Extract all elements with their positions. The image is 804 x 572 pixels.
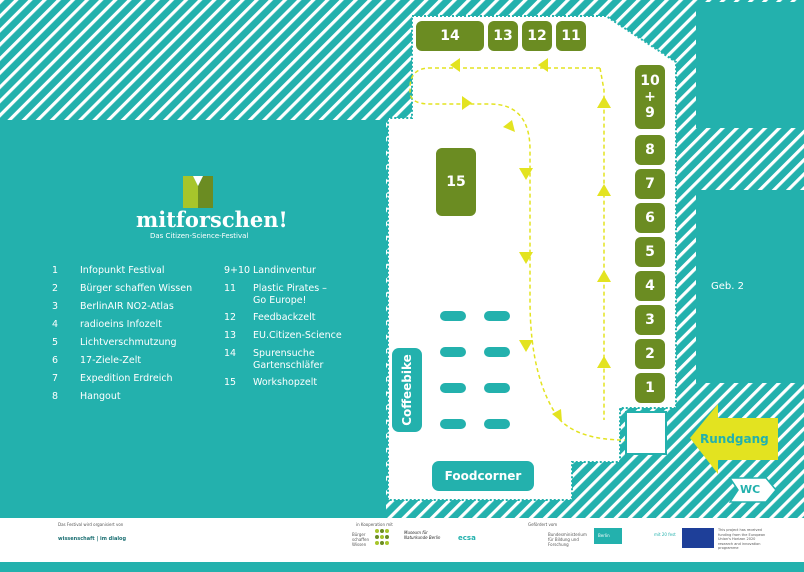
table	[440, 347, 466, 357]
route-arrow	[597, 356, 611, 368]
coffeebike-area[interactable]: Coffeebike	[392, 348, 422, 432]
coffeebike-label: Coffeebike	[400, 354, 414, 426]
foodcorner-label: Foodcorner	[444, 469, 522, 483]
legend-number: 15	[224, 377, 237, 388]
wc-label: WC	[740, 483, 761, 496]
legend-number: 9+10	[224, 265, 251, 276]
table	[440, 311, 466, 321]
legend-number: 11	[224, 283, 237, 294]
legend-number: 8	[52, 391, 59, 402]
partners-note: in Kooperation mit	[356, 522, 393, 527]
legend-label-line2: Gartenschläfer	[253, 360, 324, 371]
legend-number: 5	[52, 337, 59, 348]
footer: Das Festival wird organisiert von wissen…	[0, 518, 804, 562]
table	[484, 383, 510, 393]
legend-number: 13	[224, 330, 237, 341]
legend-number: 1	[52, 265, 59, 276]
legend-number: 6	[52, 355, 59, 366]
organizer-logo: wissenschaft | im dialog	[58, 536, 127, 542]
stand-13[interactable]: 13	[488, 21, 518, 51]
route-arrow	[597, 184, 611, 196]
legend-label: Lichtverschmutzung	[80, 337, 177, 348]
building-top	[696, 2, 804, 128]
table	[440, 419, 466, 429]
route-arrow	[519, 252, 533, 264]
route-arrow	[597, 270, 611, 282]
legend-label: Landinventur	[253, 265, 316, 276]
route-arrow	[519, 168, 533, 180]
sponsor-note: Gefördert vom	[528, 522, 558, 527]
legend-label: Infopunkt Festival	[80, 265, 165, 276]
legend-number: 7	[52, 373, 59, 384]
foodcorner-area[interactable]: Foodcorner	[432, 461, 534, 491]
route-arrow	[503, 120, 515, 132]
stand-1[interactable]: 1	[635, 373, 665, 403]
partner-ecsa: ecsa	[458, 534, 476, 542]
route-arrow	[597, 96, 611, 108]
wc-arrow	[728, 477, 777, 503]
stand-15[interactable]: 15	[436, 148, 476, 216]
rundgang-arrow	[690, 404, 778, 474]
building-geb2	[696, 190, 804, 383]
legend-number: 4	[52, 319, 59, 330]
table	[484, 347, 510, 357]
stand-4[interactable]: 4	[635, 271, 665, 301]
route-arrow	[462, 96, 472, 110]
route-path-east	[599, 67, 605, 420]
partner-museum: Museum für Naturkunde Berlin	[404, 530, 441, 540]
logo-m-icon	[183, 176, 213, 208]
eu-note: This project has received funding from t…	[718, 528, 766, 550]
legend-number: 12	[224, 312, 237, 323]
route-arrows	[450, 58, 611, 422]
table	[484, 311, 510, 321]
legend-label: 17-Ziele-Zelt	[80, 355, 142, 366]
legend-label: Feedbackzelt	[253, 312, 316, 323]
legend-number: 2	[52, 283, 59, 294]
table	[440, 383, 466, 393]
organizer-note: Das Festival wird organisiert von	[58, 522, 124, 527]
legend-label: EU.Citizen-Science	[253, 330, 342, 341]
route-arrow	[450, 58, 460, 72]
berlin-logo-icon: Berlin	[594, 528, 622, 544]
legend-label: Bürger schaffen Wissen	[80, 283, 193, 294]
legend-label: Expedition Erdreich	[80, 373, 173, 384]
bsw-logo-icon	[375, 529, 389, 545]
legend-label: Workshopzelt	[253, 377, 318, 388]
logo-title: mitforschen!	[136, 207, 288, 232]
route-arrow	[519, 340, 533, 352]
rundgang-label: Rundgang	[700, 432, 769, 446]
stand-10-9[interactable]: 10 + 9	[635, 65, 665, 129]
logo-subtitle: Das Citizen-Science-Festival	[150, 232, 249, 240]
route-arrow	[552, 409, 562, 422]
partner-fest: mit 20 fest	[654, 532, 676, 537]
stand-7[interactable]: 7	[635, 169, 665, 199]
legend-label-line2: Go Europe!	[253, 295, 307, 306]
legend-label: Hangout	[80, 391, 121, 402]
eu-flag-icon	[682, 528, 714, 548]
footer-bar	[0, 562, 804, 572]
legend-label: Spurensuche	[253, 348, 315, 359]
stand-12[interactable]: 12	[522, 21, 552, 51]
partner-bsw: Bürger schaffen Wissen	[352, 532, 370, 547]
stand-8[interactable]: 8	[635, 135, 665, 165]
infopoint-square	[625, 411, 667, 455]
stand-6[interactable]: 6	[635, 203, 665, 233]
legend-label: Plastic Pirates –	[253, 283, 327, 294]
legend-label: BerlinAIR NO2-Atlas	[80, 301, 174, 312]
partner-bmbf: Bundesministerium für Bildung und Forsch…	[548, 532, 587, 547]
building-label: Geb. 2	[711, 281, 744, 292]
route-arrow	[538, 58, 548, 72]
stand-3[interactable]: 3	[635, 305, 665, 335]
stand-2[interactable]: 2	[635, 339, 665, 369]
legend-label: radioeins Infozelt	[80, 319, 162, 330]
stand-11[interactable]: 11	[556, 21, 586, 51]
table	[484, 419, 510, 429]
legend-number: 14	[224, 348, 237, 359]
stand-14[interactable]: 14	[416, 21, 484, 51]
legend-number: 3	[52, 301, 59, 312]
stand-5[interactable]: 5	[635, 237, 665, 267]
